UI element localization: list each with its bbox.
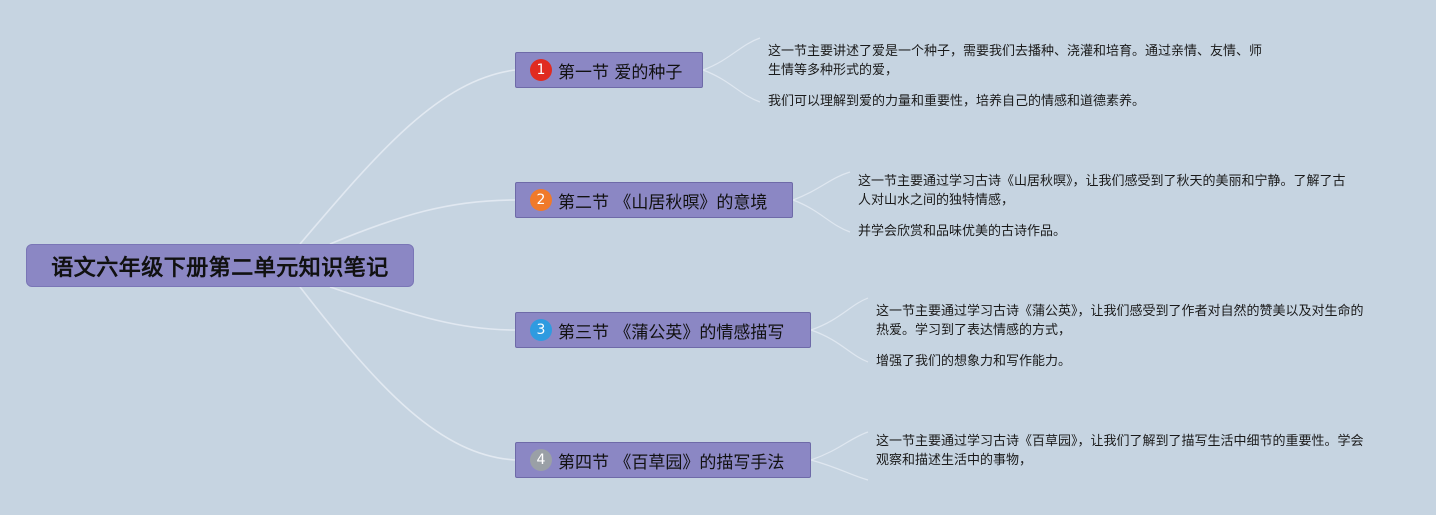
number-badge-4: 4 [530, 449, 552, 471]
note-1-1: 这一节主要讲述了爱是一个种子，需要我们去播种、浇灌和培育。通过亲情、友情、师生情… [768, 44, 1263, 78]
branch-label-1: 第一节 爱的种子 [558, 62, 683, 83]
connector-root-branch-4 [299, 286, 516, 461]
note-2-2: 并学会欣赏和品味优美的古诗作品。 [858, 224, 1067, 239]
branch-notes-3: 这一节主要通过学习古诗《蒲公英》，让我们感受到了作者对自然的赞美以及对生命的热爱… [876, 302, 1376, 383]
branch-label-4: 第四节 《百草园》的描写手法 [558, 452, 785, 473]
branch-topic-2[interactable]: 2 第二节 《山居秋暝》的意境 [515, 182, 793, 218]
number-badge-1: 1 [530, 59, 552, 81]
note-3-1: 这一节主要通过学习古诗《蒲公英》，让我们感受到了作者对自然的赞美以及对生命的热爱… [876, 304, 1364, 338]
connector-root-branch-3 [329, 286, 516, 331]
connector-branch-3-notes-b [810, 329, 869, 363]
branch-notes-4: 这一节主要通过学习古诗《百草园》，让我们了解到了描写生活中细节的重要性。学会观察… [876, 432, 1366, 482]
connector-root-branch-2 [329, 199, 516, 245]
note-3-2: 增强了我们的想象力和写作能力。 [876, 354, 1072, 369]
connector-branch-4-notes-b [810, 459, 869, 481]
connector-branch-1-notes [702, 37, 761, 71]
branch-label-2: 第二节 《山居秋暝》的意境 [558, 192, 768, 213]
note-4-1: 这一节主要通过学习古诗《百草园》，让我们了解到了描写生活中细节的重要性。学会观察… [876, 434, 1364, 468]
note-2-1: 这一节主要通过学习古诗《山居秋暝》，让我们感受到了秋天的美丽和宁静。了解了古人对… [858, 174, 1346, 208]
branch-notes-1: 这一节主要讲述了爱是一个种子，需要我们去播种、浇灌和培育。通过亲情、友情、师生情… [768, 42, 1268, 123]
branch-topic-1[interactable]: 1 第一节 爱的种子 [515, 52, 703, 88]
connector-root-branch-1 [299, 69, 516, 245]
connector-branch-2-notes [792, 171, 851, 201]
branch-topic-3[interactable]: 3 第三节 《蒲公英》的情感描写 [515, 312, 811, 348]
branch-label-3: 第三节 《蒲公英》的情感描写 [558, 322, 785, 343]
number-badge-3: 3 [530, 319, 552, 341]
connector-branch-4-notes [810, 431, 869, 461]
branch-topic-4[interactable]: 4 第四节 《百草园》的描写手法 [515, 442, 811, 478]
root-title: 语文六年级下册第二单元知识笔记 [51, 255, 389, 281]
number-badge-2: 2 [530, 189, 552, 211]
branch-notes-2: 这一节主要通过学习古诗《山居秋暝》，让我们感受到了秋天的美丽和宁静。了解了古人对… [858, 172, 1358, 253]
connector-branch-2-notes-b [792, 199, 851, 233]
note-1-2: 我们可以理解到爱的力量和重要性，培养自己的情感和道德素养。 [768, 94, 1146, 109]
root-topic[interactable]: 语文六年级下册第二单元知识笔记 [26, 244, 414, 287]
connector-branch-1-notes-b [702, 69, 761, 103]
connector-branch-3-notes [810, 297, 869, 331]
